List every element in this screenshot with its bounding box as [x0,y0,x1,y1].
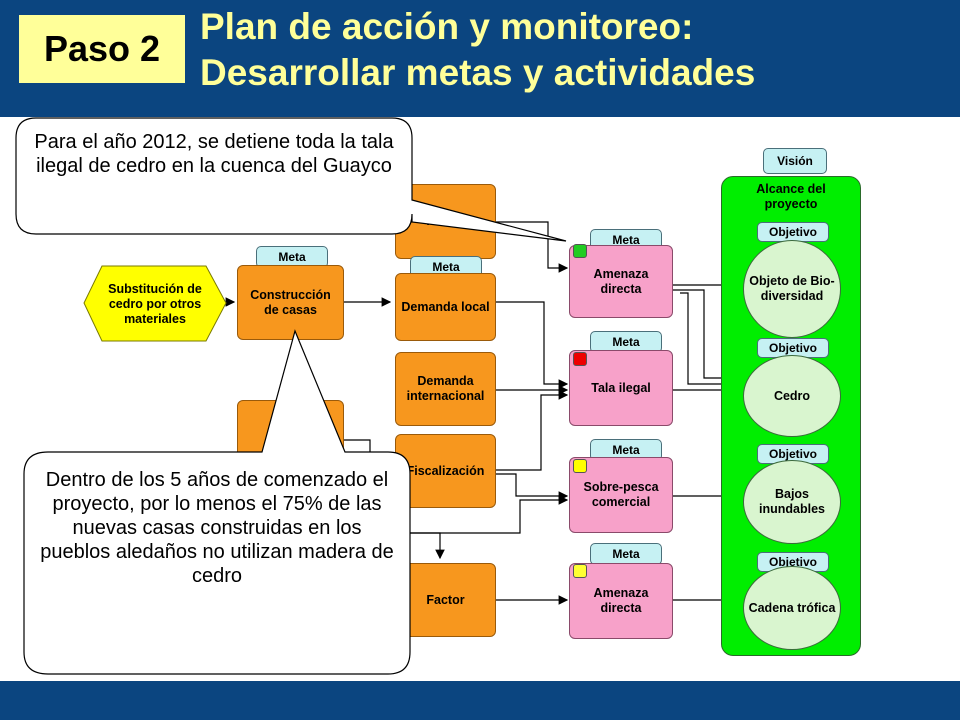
objective-tab-1: Objetivo [757,222,829,242]
target-bajos-inundables: Bajos inundables [743,460,841,544]
arrow-amenaza-to-cedro-2 [680,292,743,389]
arrow-fiscalizacion-to-tala [496,390,569,471]
footer-bar [0,681,960,720]
status-indicator-green [573,244,587,258]
arrow-lower-to-sobrepesca [344,439,569,534]
status-indicator-yellow-2 [573,564,587,578]
arrow-demanda-local-to-tala [496,301,569,389]
step-label: Paso 2 [19,15,185,83]
callout-bottom-shape [23,329,411,675]
strategy-label: Substitución de cedro por otros material… [108,281,202,326]
meta-tab-amenaza-2: Meta [590,543,662,565]
strategy-hexagon [83,265,227,342]
vision-tab: Visión [763,148,827,174]
target-cedro: Cedro [743,355,841,437]
target-cadena-trofica: Cadena trófica [743,566,841,650]
arrow-factor-to-amenaza [496,221,569,273]
objective-tab-4: Objetivo [757,552,829,572]
factor-demanda-local: Demanda local [395,273,496,341]
title-line-1: Plan de acción y monitoreo: [200,6,694,47]
callout-bottom-text: Dentro de los 5 años de comenzado el pro… [40,469,394,587]
factor-construccion: Construcción de casas [237,265,344,340]
callout-top-shape [15,117,567,242]
status-indicator-red [573,352,587,366]
meta-tab-construccion: Meta [256,246,328,268]
page-title: Plan de acción y monitoreo: Desarrollar … [200,4,950,96]
factor-demanda-internacional: Demanda internacional [395,352,496,426]
scope-title: Alcance del proyecto [756,182,826,211]
meta-tab-demanda: Meta [410,256,482,278]
factor-fiscalizacion: Fiscalización [395,434,496,508]
callout-top-text: Para el año 2012, se detiene toda la tal… [34,131,394,177]
status-indicator-yellow-1 [573,459,587,473]
target-biodiversity: Objeto de Bio-diversidad [743,240,841,338]
threat-amenaza-directa-1: Amenaza directa [569,245,673,318]
factor-bottom: Factor [395,563,496,637]
title-line-2: Desarrollar metas y actividades [200,52,756,93]
arrow-fiscalizacion-to-sobrepesca [496,473,569,501]
